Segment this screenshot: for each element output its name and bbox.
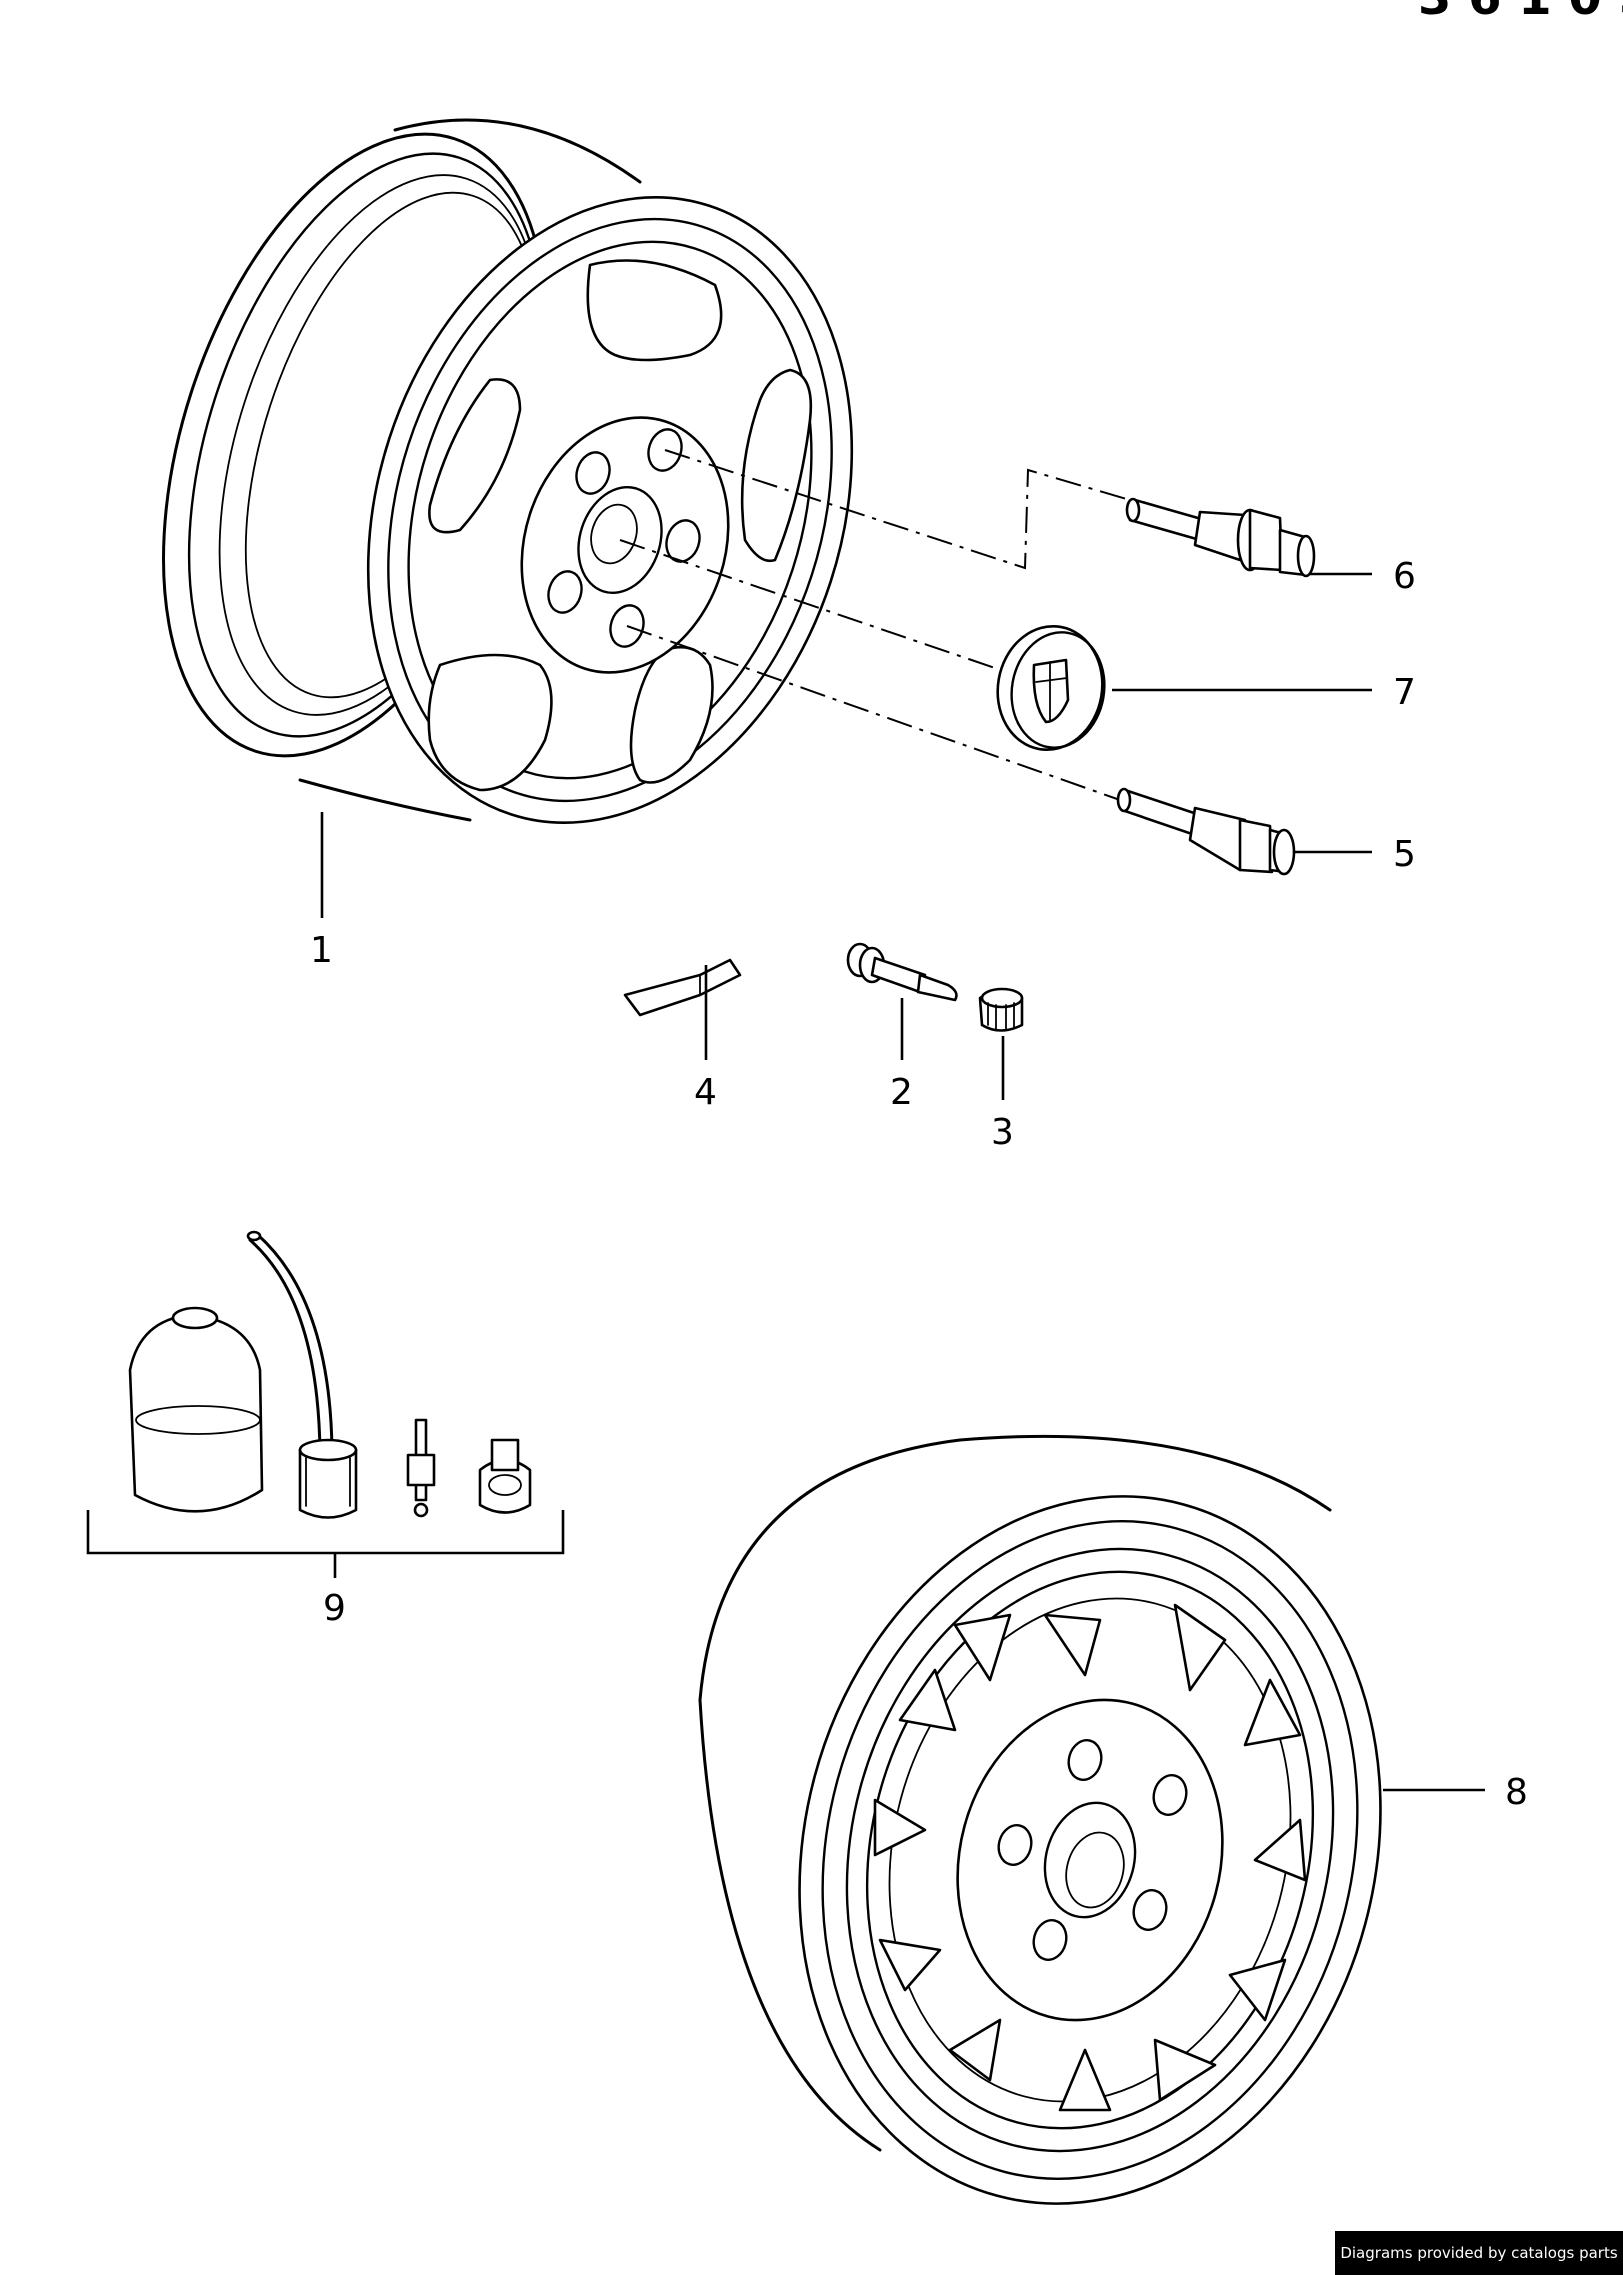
balance-weight[interactable] (623, 958, 742, 1017)
page-mark: 3 6 1 0 5 (1418, 0, 1623, 26)
credit-banner: Diagrams provided by catalogs parts (1335, 2231, 1623, 2275)
kit-bracket (86, 1510, 565, 1578)
callout-1: 1 (310, 930, 333, 971)
callout-4: 4 (694, 1072, 717, 1113)
valve-cap[interactable] (978, 987, 1024, 1032)
callout-7: 7 (1393, 672, 1416, 713)
callout-6: 6 (1393, 556, 1416, 597)
locking-wheel-bolt[interactable] (1125, 497, 1316, 578)
callout-2: 2 (890, 1072, 913, 1113)
hub-cap[interactable] (988, 618, 1113, 758)
spare-wheel[interactable] (698, 1430, 1458, 2269)
callout-9: 9 (323, 1588, 346, 1629)
leader-lines (320, 572, 1485, 1792)
assembly-lines (619, 449, 1131, 801)
callout-3: 3 (991, 1112, 1014, 1153)
crest-emblem-icon (1032, 658, 1070, 724)
tire-valve[interactable] (846, 942, 958, 1002)
callout-8: 8 (1505, 1772, 1528, 1813)
wheel-bolt[interactable] (1116, 787, 1296, 876)
callout-5: 5 (1393, 834, 1416, 875)
sensor-kit[interactable] (128, 1230, 532, 1519)
alloy-wheel[interactable] (92, 86, 930, 886)
